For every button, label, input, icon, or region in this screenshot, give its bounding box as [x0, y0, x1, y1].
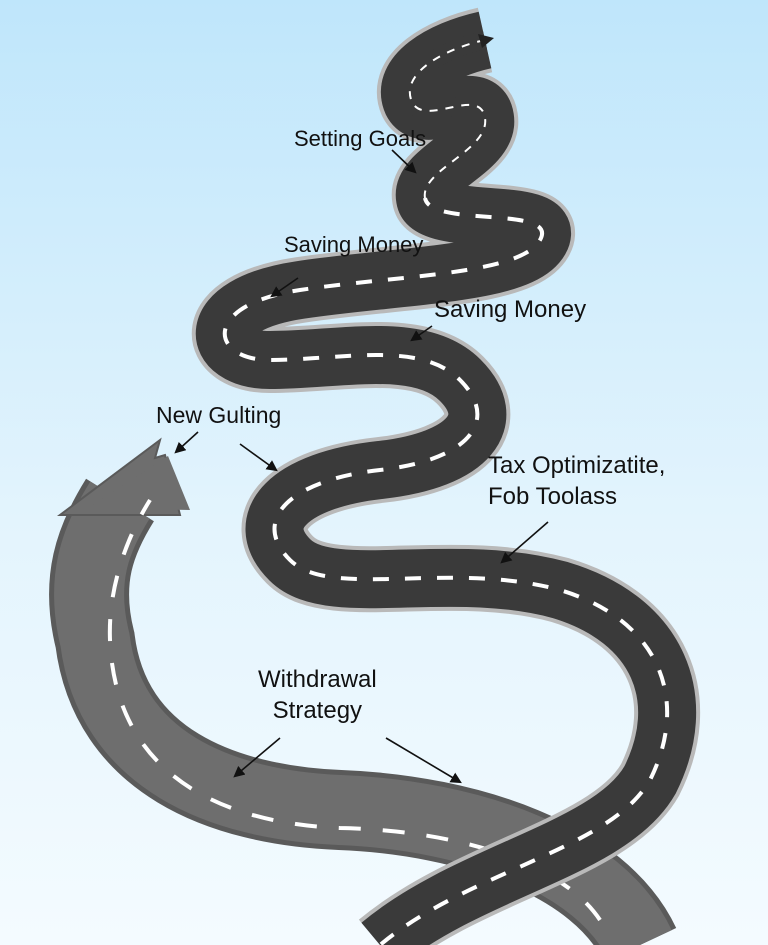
label-withdrawal-strategy: Withdrawal Strategy: [258, 664, 377, 726]
road-end-arrow-head: [478, 34, 494, 48]
label-setting-goals: Setting Goals: [294, 126, 427, 151]
pointer-setting-goals: [391, 149, 417, 174]
label-withdrawal-line-2: Strategy: [272, 697, 363, 725]
pointer-withdrawal-b: [385, 737, 462, 784]
label-pointers: [174, 149, 549, 784]
label-tax-optimization: Tax Optimizatite, Fob Toolass: [488, 450, 665, 512]
pointer-tax: [500, 521, 549, 564]
label-new-gulting: New Gulting: [156, 402, 282, 428]
label-tax-line-1: Tax Optimizatite,: [488, 452, 666, 479]
pointer-saving-money-2: [410, 325, 433, 342]
pointer-saving-money-1: [270, 277, 299, 298]
pointer-new-gulting-b: [239, 443, 278, 472]
label-tax-line-2: Fob Toolass: [488, 483, 617, 511]
pointer-withdrawal-a: [233, 737, 281, 778]
label-saving-money-lower: Saving Money: [434, 296, 587, 323]
label-withdrawal-line-1: Withdrawal: [258, 666, 377, 693]
pointer-new-gulting-a: [174, 431, 199, 454]
main-road: [192, 7, 701, 945]
label-saving-money-upper: Saving Money: [284, 232, 424, 257]
